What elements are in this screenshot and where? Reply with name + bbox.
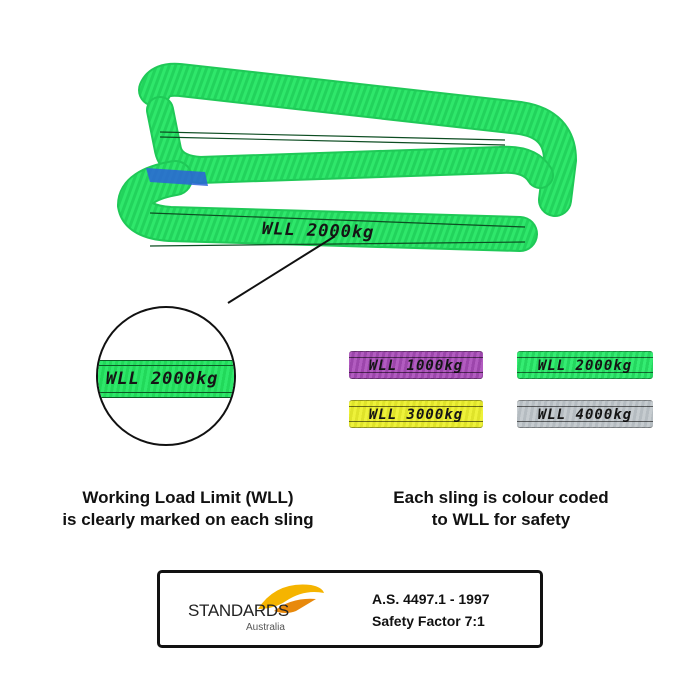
swatch-label: WLL 2000kg [537, 358, 633, 374]
standards-australia-logo-icon [258, 584, 324, 613]
swatch-2000kg: WLL 2000kg [517, 351, 653, 379]
standards-logo-name: STANDARDS [188, 601, 289, 620]
standards-box: STANDARDS Australia A.S. 4497.1 - 1997 S… [157, 570, 543, 648]
swatch-4000kg: WLL 4000kg [517, 400, 653, 428]
standard-reference: A.S. 4497.1 - 1997 [372, 591, 490, 607]
caption-line: to WLL for safety [431, 510, 571, 529]
swatch-label: WLL 3000kg [368, 407, 464, 423]
caption-line: Each sling is colour coded [393, 488, 609, 507]
magnified-wll-label: WLL 2000kg [106, 369, 219, 389]
magnified-strap: WLL 2000kg [98, 360, 234, 398]
swatch-label: WLL 1000kg [368, 358, 464, 374]
caption-line: Working Load Limit (WLL) [82, 488, 294, 507]
swatch-3000kg: WLL 3000kg [349, 400, 483, 428]
caption-line: is clearly marked on each sling [62, 510, 314, 529]
swatch-1000kg: WLL 1000kg [349, 351, 483, 379]
round-sling-image [116, 62, 578, 252]
standards-logo-sub: Australia [246, 622, 285, 633]
swatch-label: WLL 4000kg [537, 407, 633, 423]
sling-wll-label: WLL 2000kg [261, 219, 375, 243]
colour-code-caption: Each sling is colour coded to WLL for sa… [356, 487, 646, 531]
safety-factor: Safety Factor 7:1 [372, 613, 485, 629]
wll-caption: Working Load Limit (WLL) is clearly mark… [40, 487, 336, 531]
magnified-label-circle: WLL 2000kg [96, 306, 236, 446]
